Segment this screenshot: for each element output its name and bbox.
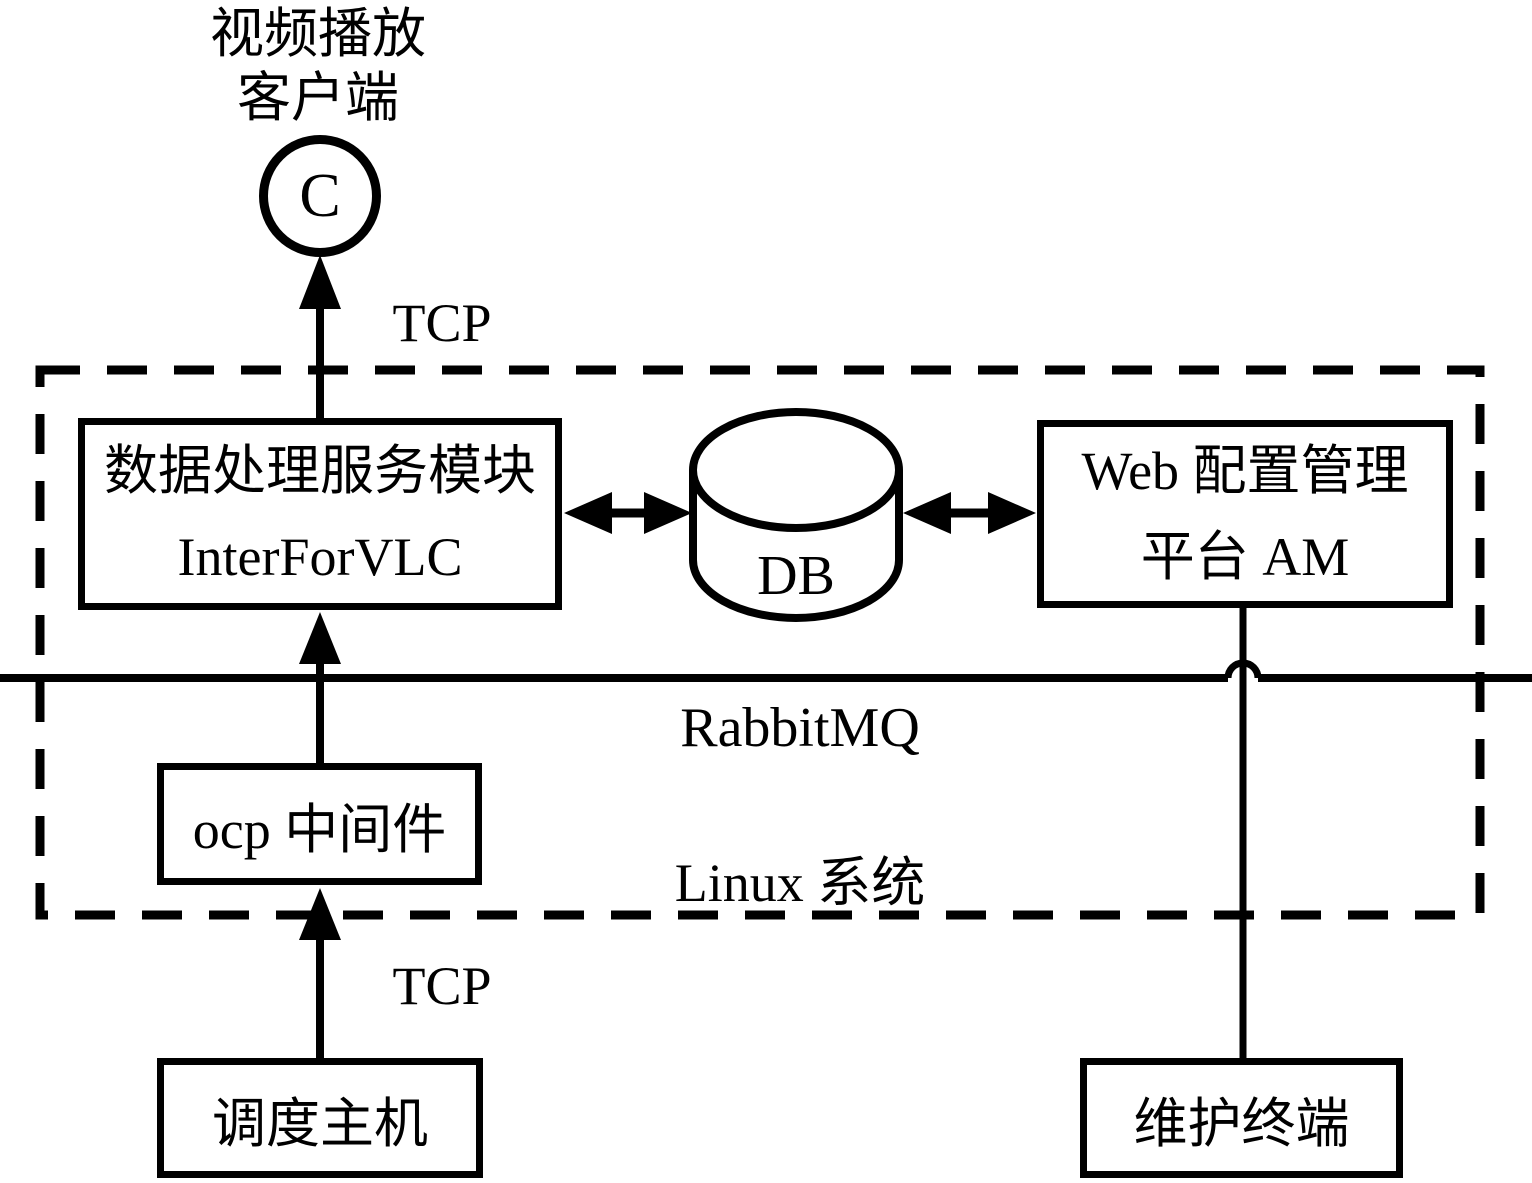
client-title-line2: 客户端 (237, 68, 399, 128)
dispatch-host-box: 调度主机 (157, 1058, 483, 1178)
linux-system-label: Linux 系统 (674, 853, 926, 913)
web-platform-line1: Web 配置管理 (1081, 441, 1409, 501)
arrowhead-toward-dataservice (564, 492, 612, 534)
client-title-line1: 视频播放 (210, 4, 426, 64)
client-circle-letter: C (299, 161, 341, 230)
dispatch-host-label: 调度主机 (212, 1093, 428, 1154)
data-service-box: 数据处理服务模块 InterForVLC (78, 418, 562, 610)
client-circle-node: C (259, 135, 381, 257)
maintenance-terminal-label: 维护终端 (1133, 1093, 1350, 1154)
ocp-middleware-label: ocp 中间件 (192, 799, 447, 860)
tcp-label-bottom: TCP (392, 956, 492, 1016)
tcp-arrowhead-dispatch-to-ocp (299, 888, 341, 940)
arrowhead-ocp-to-dataservice (299, 612, 341, 664)
arrowhead-toward-db-right (903, 492, 951, 534)
db-cylinder-top (689, 408, 903, 532)
web-platform-line2: 平台 AM (1140, 527, 1350, 587)
data-service-line1: 数据处理服务模块 (104, 441, 536, 501)
arrowhead-toward-db-left (644, 492, 692, 534)
client-title: 视频播放 客户端 (118, 2, 518, 130)
web-platform-box: Web 配置管理 平台 AM (1037, 420, 1453, 608)
arrowhead-toward-webam (988, 492, 1036, 534)
tcp-arrowhead-to-client (299, 255, 341, 309)
tcp-label-top: TCP (392, 293, 492, 353)
rabbitmq-label: RabbitMQ (680, 697, 920, 759)
data-service-line2: InterForVLC (177, 527, 463, 587)
maintenance-terminal-box: 维护终端 (1080, 1058, 1403, 1178)
ocp-middleware-box: ocp 中间件 (157, 763, 482, 885)
linux-system-boundary (35, 365, 1485, 920)
db-label: DB (757, 545, 835, 607)
